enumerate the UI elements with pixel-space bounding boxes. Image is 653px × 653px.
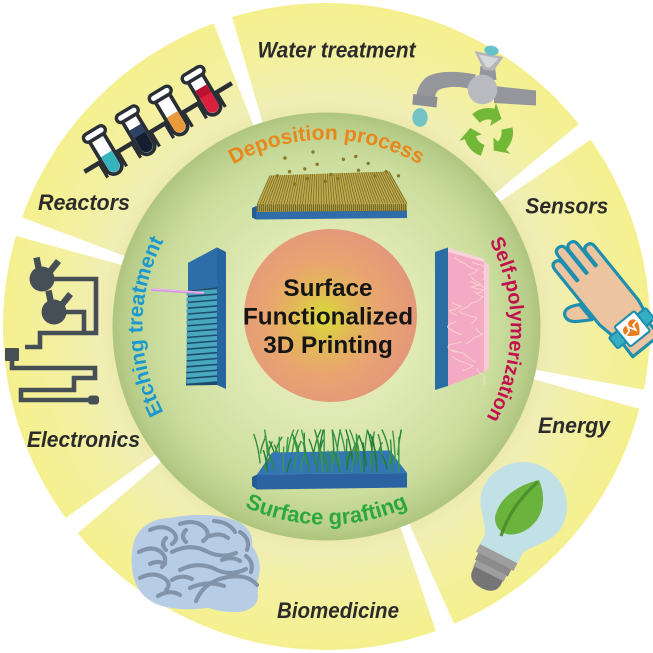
svg-text:Reactors: Reactors [38, 190, 130, 215]
svg-text:Functionalized: Functionalized [243, 304, 413, 331]
svg-text:Biomedicine: Biomedicine [277, 598, 399, 623]
svg-text:Water treatment: Water treatment [258, 38, 418, 63]
svg-text:Energy: Energy [538, 413, 612, 438]
svg-text:Sensors: Sensors [525, 194, 608, 219]
svg-text:3D Printing: 3D Printing [263, 332, 393, 359]
svg-text:Electronics: Electronics [27, 427, 140, 452]
svg-text:Surface: Surface [283, 275, 372, 302]
